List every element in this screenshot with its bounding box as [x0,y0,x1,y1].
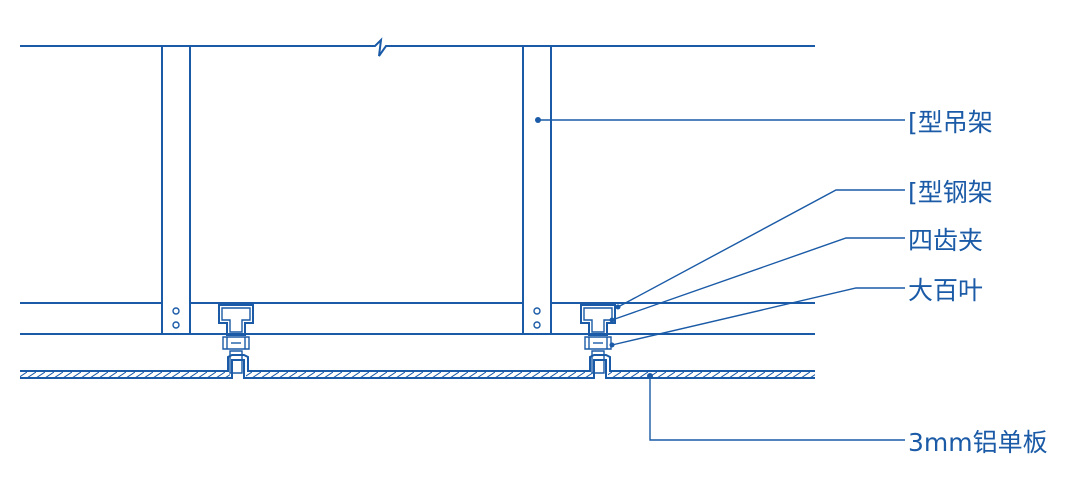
leader-lines [535,117,905,441]
c-hanger-left [161,46,191,334]
label-aluminum-panel: 3mm铝单板 [908,428,1048,457]
top-break-line [20,37,815,57]
label-c-hanger: [型吊架 [908,108,993,137]
label-c-steel-frame: [型钢架 [908,178,993,207]
label-large-louver: 大百叶 [908,276,983,305]
label-four-tooth-clip: 四齿夹 [908,226,983,255]
c-hanger-right [522,46,552,334]
c-steel-frame-band [20,302,815,335]
aluminum-panel [20,354,815,379]
